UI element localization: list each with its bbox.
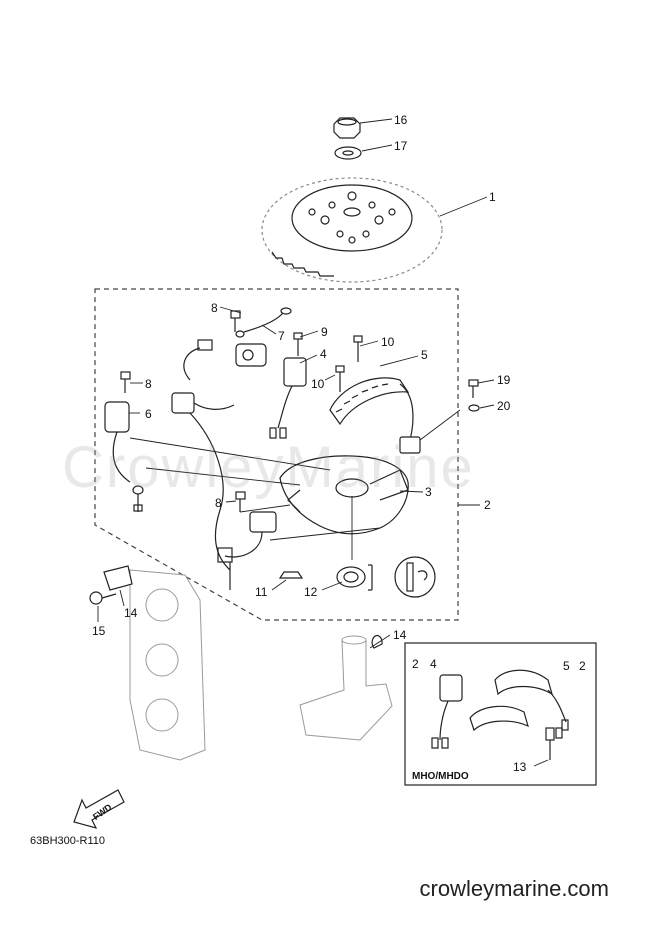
leader-connections [129, 409, 461, 560]
assembly-boundary-part-2 [94, 288, 459, 621]
callout-8-upper: 8 [211, 301, 218, 315]
callout-19: 19 [497, 373, 511, 387]
callout-10-b: 10 [311, 377, 325, 391]
callout-7: 7 [278, 329, 285, 343]
bolt-part-8-upper [230, 310, 241, 332]
bolt-part-10-a [353, 335, 363, 362]
crankshaft-ghost [299, 635, 393, 741]
pulser-coil-part-6 [104, 401, 144, 512]
site-footer: crowleymarine.com [419, 876, 610, 901]
variant-inset-box [404, 642, 597, 786]
stator-base-part-3 [279, 455, 409, 535]
callout-6: 6 [145, 407, 152, 421]
charge-coil-part-4 [269, 357, 307, 439]
callout-4: 4 [320, 347, 327, 361]
drawing-code: 63BH300-R110 [30, 835, 106, 847]
bolt-part-8-left [120, 371, 131, 393]
callout-9: 9 [321, 325, 328, 339]
watermark: CrowleyMarine [62, 435, 475, 500]
clamp-part-11 [278, 571, 304, 579]
oil-seal-part-12 [336, 564, 373, 591]
callout-11: 11 [255, 585, 268, 599]
nut-part-15 [333, 117, 361, 139]
inset-ref-left: 2 [412, 657, 419, 671]
flywheel-part-1 [261, 177, 443, 283]
screw-part-18 [89, 591, 117, 605]
seal-detail-view [394, 556, 436, 598]
callout-13: 13 [513, 760, 527, 774]
callout-2: 2 [484, 498, 491, 512]
callout-8-left: 8 [145, 377, 152, 391]
callout-14-shown: 14 [393, 628, 407, 642]
variant-label: MHO/MHDO [412, 771, 469, 782]
inset-ref-left-sub: 4 [430, 657, 437, 671]
fwd-arrow-icon [73, 789, 125, 829]
pulser-block-upper [183, 339, 267, 381]
crankcase-ghost [129, 569, 206, 761]
callout-15: 16 [394, 113, 408, 127]
callout-17: 14 [124, 606, 138, 620]
callout-20: 20 [497, 399, 511, 413]
inset-charge-coil [431, 674, 463, 749]
callout-3: 3 [425, 485, 432, 499]
inset-lighting-coil [469, 669, 569, 760]
pulser-block-lower [217, 511, 277, 590]
callout-10-a: 10 [381, 335, 395, 349]
bolt-part-10-b [335, 365, 345, 392]
callout-8-lower: 8 [215, 496, 222, 510]
callout-1: 1 [489, 190, 496, 204]
bolt-part-8-lower [235, 491, 246, 512]
callout-5: 5 [421, 348, 428, 362]
inset-ref-right-sub: 5 [563, 659, 570, 673]
callout-12: 12 [304, 585, 318, 599]
bracket-part-17 [103, 565, 133, 591]
washer-part-16 [334, 146, 362, 160]
washer-part-20 [468, 404, 480, 412]
ground-lead-part-7 [235, 307, 292, 338]
bolt-part-19 [468, 379, 479, 398]
callout-16: 17 [394, 139, 408, 153]
callout-leaders [97, 118, 549, 767]
lighting-coil-part-5 [329, 377, 421, 454]
inset-ref-right: 2 [579, 659, 586, 673]
callout-18: 15 [92, 624, 106, 638]
